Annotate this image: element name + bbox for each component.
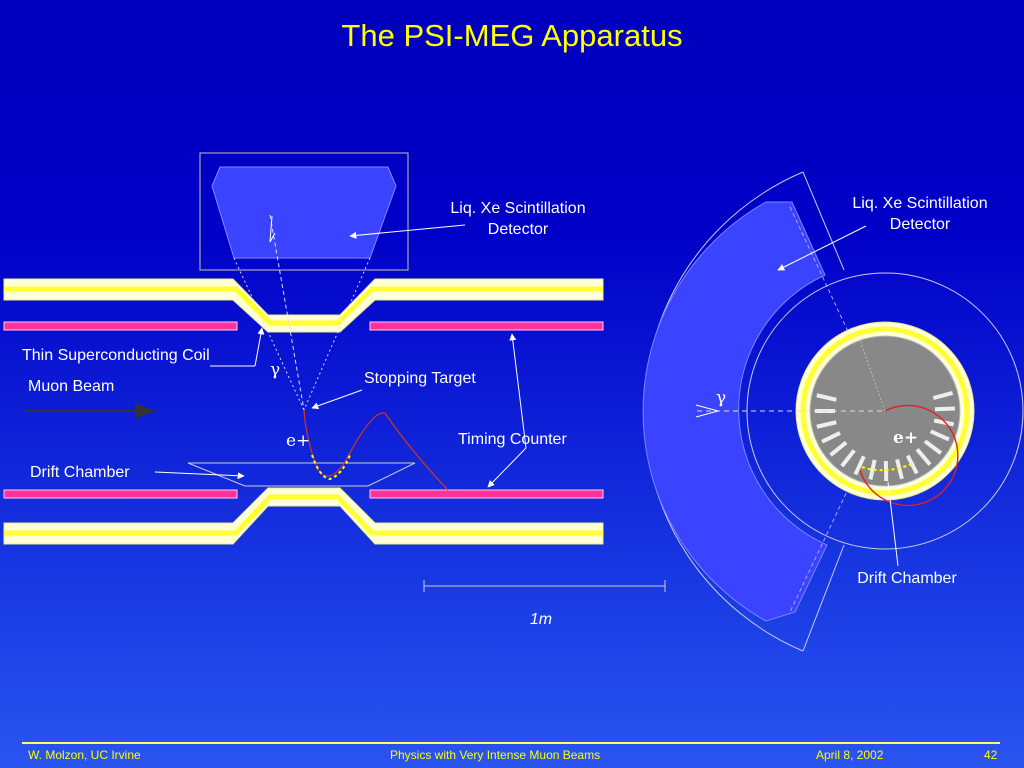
drift-chamber-side xyxy=(187,462,416,487)
drift-chamber-label-side: Drift Chamber xyxy=(30,464,130,481)
timing-counter-label: Timing Counter xyxy=(458,431,567,448)
coil-upper xyxy=(3,278,604,333)
positron-label-side: e+ xyxy=(286,431,310,451)
xe-label-end-line2: Detector xyxy=(890,216,951,233)
footer-divider xyxy=(22,742,1000,744)
gamma-label-end: γ xyxy=(716,388,726,408)
drift-chamber-sector xyxy=(932,390,954,400)
muon-beam-label: Muon Beam xyxy=(28,378,114,395)
gamma-label-side: γ xyxy=(270,360,280,380)
coil-lower xyxy=(3,487,604,545)
slide-title: The PSI-MEG Apparatus xyxy=(341,18,683,53)
coil-label: Thin Superconducting Coil xyxy=(22,347,210,364)
footer-date: April 8, 2002 xyxy=(816,748,884,762)
stopping-target-label: Stopping Target xyxy=(364,370,476,387)
drift-chamber-sector xyxy=(905,454,919,475)
drift-chamber-sectors xyxy=(815,390,956,482)
drift-chamber-sector xyxy=(915,448,932,466)
drift-chamber-sector xyxy=(829,440,848,457)
drift-chamber-sector xyxy=(933,418,955,427)
drift-chamber-sector xyxy=(934,406,956,412)
beam-pipe xyxy=(3,321,604,499)
drift-chamber-sector xyxy=(816,393,837,402)
footer-author: W. Molzon, UC Irvine xyxy=(28,748,141,762)
drift-chamber-sector xyxy=(895,459,904,480)
positron-label-end: e+ xyxy=(893,428,918,448)
xe-detector-frame xyxy=(199,152,409,271)
drift-chamber-label-end: Drift Chamber xyxy=(857,570,957,587)
drift-chamber-sector xyxy=(923,439,943,455)
apparatus-diagram: Liq. Xe Scintillation Detector Thin Supe… xyxy=(3,152,1024,652)
drift-chamber-sector xyxy=(868,459,877,480)
xe-detector-side xyxy=(211,166,397,259)
drift-chamber-sector xyxy=(840,449,856,468)
xe-label-line1: Liq. Xe Scintillation xyxy=(450,200,585,217)
positron-track-end xyxy=(859,404,959,507)
xe-label-line2: Detector xyxy=(488,221,549,238)
scale-label: 1m xyxy=(530,611,552,628)
footer-talk-title: Physics with Very Intense Muon Beams xyxy=(390,748,601,762)
drift-chamber-sector xyxy=(929,429,950,442)
end-view: Liq. Xe Scintillation Detector γ e+ Drif… xyxy=(642,171,1024,652)
xe-label-end-line1: Liq. Xe Scintillation xyxy=(852,195,987,212)
drift-chamber-sector xyxy=(853,455,866,476)
scale-bar xyxy=(423,580,666,592)
side-view: Liq. Xe Scintillation Detector Thin Supe… xyxy=(3,152,666,628)
drift-chamber-sector xyxy=(821,431,841,444)
drift-chamber-sector xyxy=(816,420,837,429)
footer-page-number: 42 xyxy=(984,748,998,762)
